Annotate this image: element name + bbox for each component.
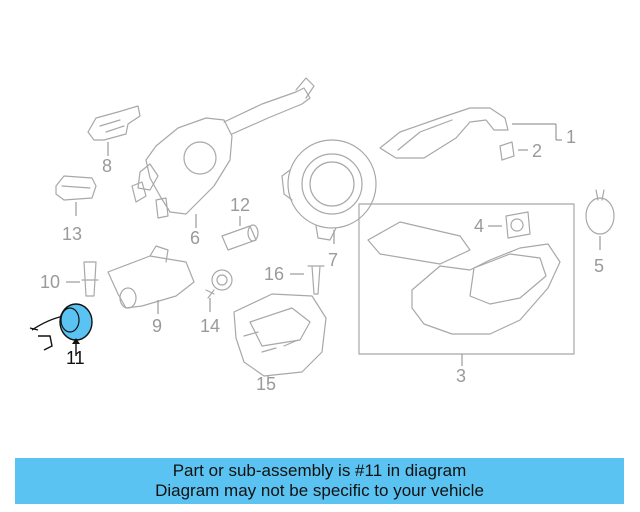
callout-5: 5 <box>594 256 604 276</box>
part-12-cylinder <box>221 216 259 251</box>
part-15-control-module <box>233 293 327 386</box>
part-14-sensor <box>205 269 233 312</box>
callout-8: 8 <box>102 156 112 176</box>
callout-14: 14 <box>200 316 220 336</box>
callout-6: 6 <box>190 228 200 248</box>
part-8-switch <box>87 105 141 156</box>
part-6-combination-switch <box>131 77 315 228</box>
part-13-module <box>55 175 97 216</box>
callout-1: 1 <box>566 127 576 147</box>
callout-15: 15 <box>256 374 276 394</box>
callout-9: 9 <box>152 316 162 336</box>
part-16-screw <box>290 265 325 295</box>
part-10-bolt <box>66 261 99 297</box>
part-11-highlighted <box>29 303 93 356</box>
part-1-column-cover <box>379 107 562 161</box>
part-3-lower-cover <box>358 203 575 366</box>
part-4-ring <box>488 211 531 239</box>
part-5-cap <box>585 189 615 250</box>
callout-16: 16 <box>264 264 284 284</box>
part-7-clock-spring <box>281 139 377 244</box>
callout-3: 3 <box>456 366 466 386</box>
callout-11: 11 <box>66 348 85 368</box>
info-banner: Part or sub-assembly is #11 in diagram D… <box>15 458 624 504</box>
callout-4: 4 <box>474 216 484 236</box>
callout-12: 12 <box>230 195 250 215</box>
callout-2: 2 <box>532 141 542 161</box>
banner-line-2: Diagram may not be specific to your vehi… <box>155 481 484 500</box>
part-9-lock-housing <box>107 245 195 314</box>
callout-7: 7 <box>328 250 338 270</box>
banner-line-1: Part or sub-assembly is #11 in diagram <box>172 461 467 480</box>
callout-10: 10 <box>40 272 60 292</box>
callout-13: 13 <box>62 224 82 244</box>
